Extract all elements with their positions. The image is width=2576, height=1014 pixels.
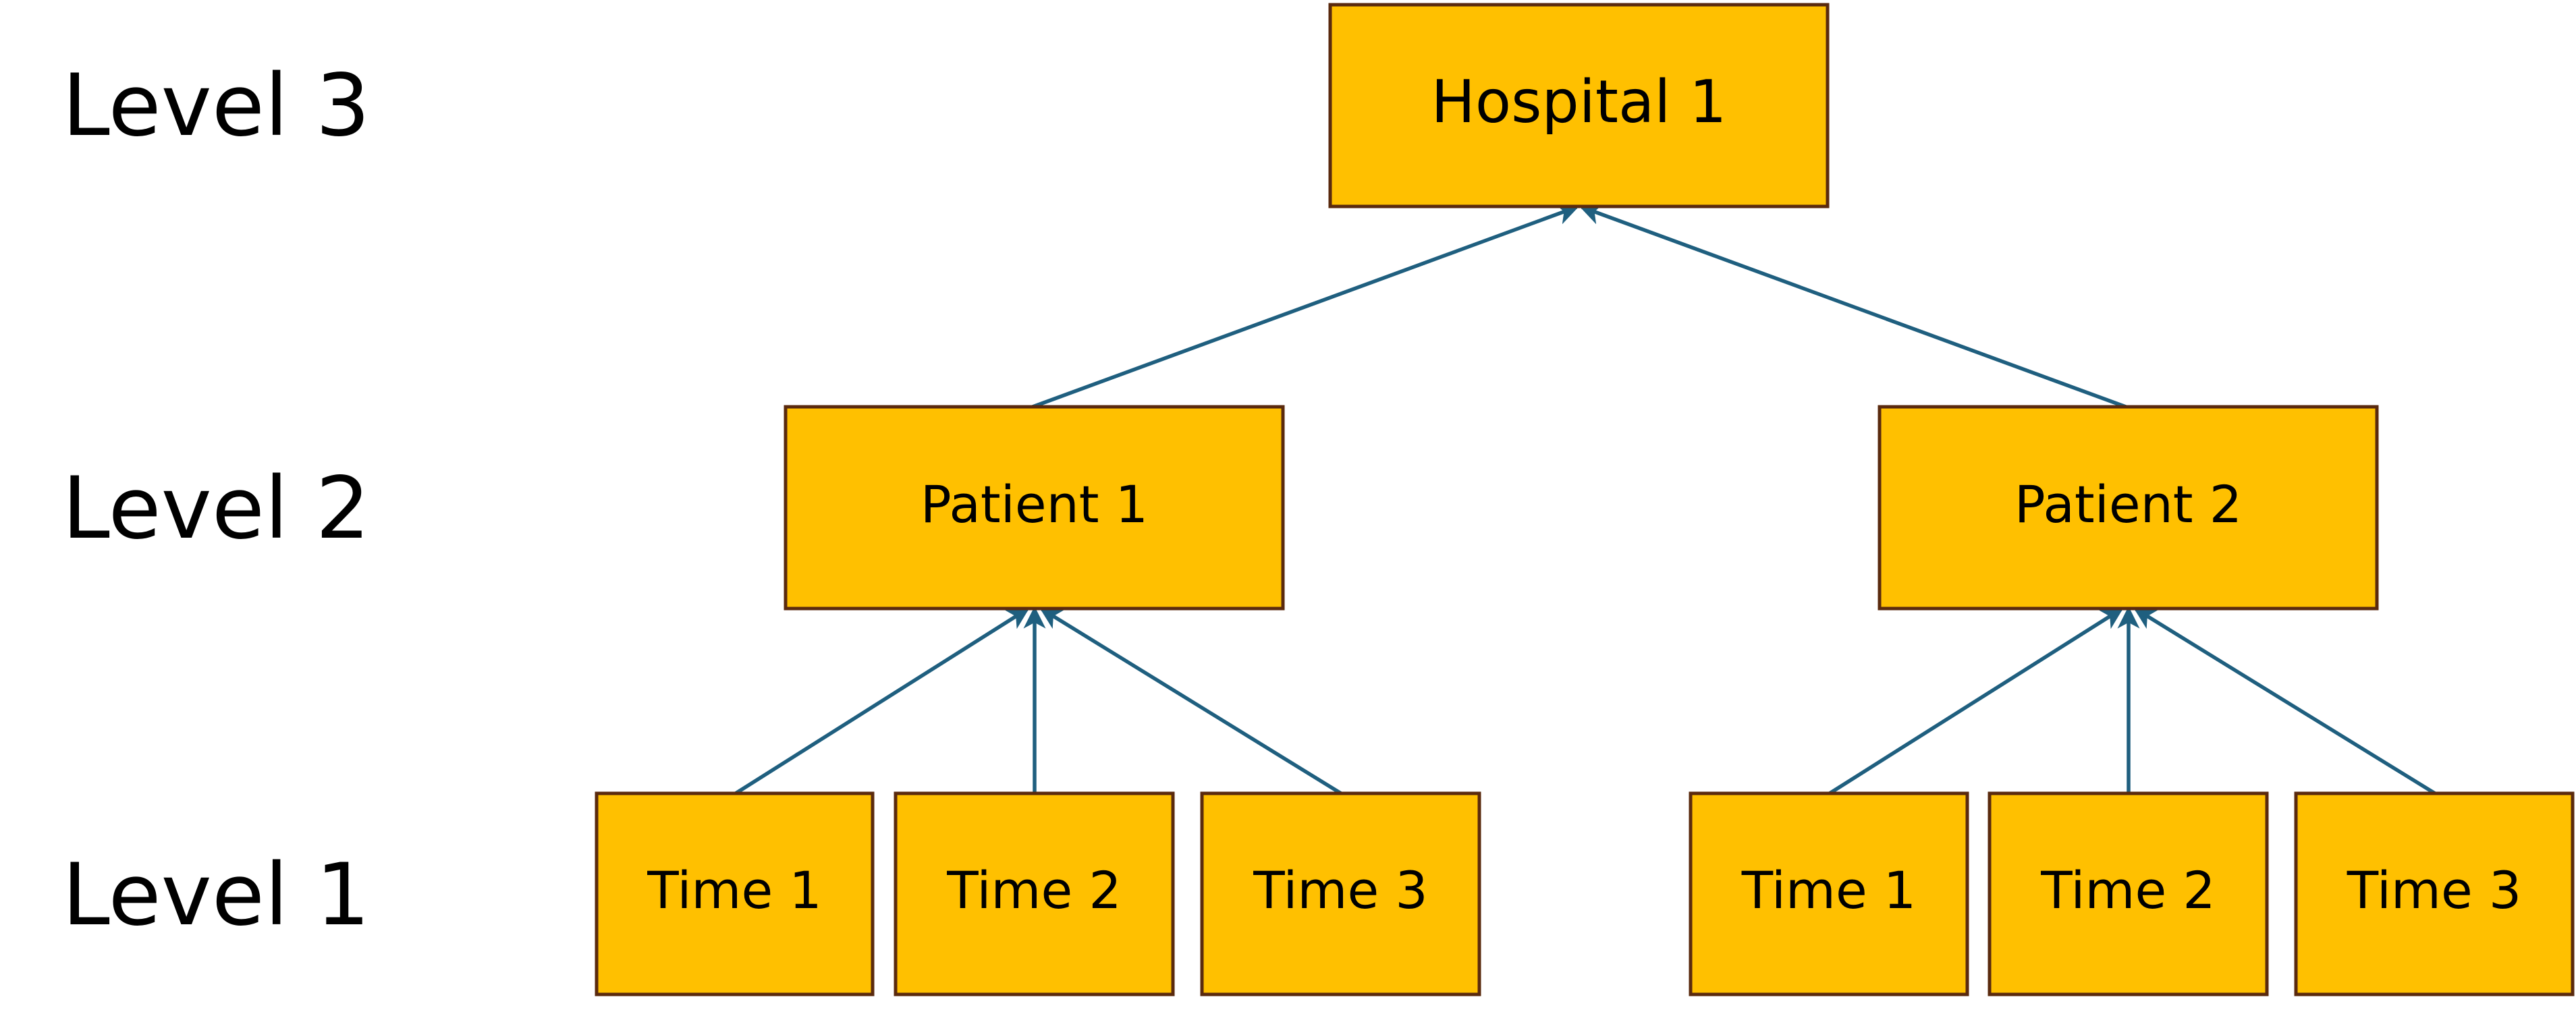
connector-patient-1-to-hospital-1 xyxy=(1032,203,1580,409)
node-label-p2-time-2: Time 2 xyxy=(2040,860,2216,920)
node-p1-time-1: Time 1 xyxy=(595,791,875,996)
connector-p1-time-1-to-patient-1 xyxy=(734,607,1030,795)
node-hospital-1: Hospital 1 xyxy=(1328,3,1830,208)
node-label-p2-time-1: Time 1 xyxy=(1741,860,1917,920)
node-label-patient-2: Patient 2 xyxy=(2015,474,2242,534)
node-label-p1-time-2: Time 2 xyxy=(946,860,1122,920)
node-p2-time-2: Time 2 xyxy=(1988,791,2269,996)
connector-p2-time-1-to-patient-2 xyxy=(1828,607,2124,795)
node-p1-time-2: Time 2 xyxy=(894,791,1175,996)
connector-p2-time-3-to-patient-2 xyxy=(2133,607,2436,795)
node-label-p2-time-3: Time 3 xyxy=(2347,860,2522,920)
level-2-label: Level 2 xyxy=(62,458,370,558)
node-p2-time-1: Time 1 xyxy=(1689,791,1969,996)
node-patient-1: Patient 1 xyxy=(784,405,1285,611)
level-1-label: Level 1 xyxy=(62,845,370,945)
node-label-p1-time-1: Time 1 xyxy=(647,860,822,920)
connector-group xyxy=(734,203,2436,795)
level-3-label: Level 3 xyxy=(62,55,370,155)
node-label-hospital-1: Hospital 1 xyxy=(1431,67,1727,136)
node-patient-2: Patient 2 xyxy=(1878,405,2379,611)
node-p2-time-3: Time 3 xyxy=(2294,791,2575,996)
node-label-p1-time-3: Time 3 xyxy=(1253,860,1428,920)
node-label-patient-1: Patient 1 xyxy=(921,474,1148,534)
node-p1-time-3: Time 3 xyxy=(1200,791,1481,996)
connector-p1-time-3-to-patient-1 xyxy=(1039,607,1342,795)
connector-patient-2-to-hospital-1 xyxy=(1579,203,2127,409)
